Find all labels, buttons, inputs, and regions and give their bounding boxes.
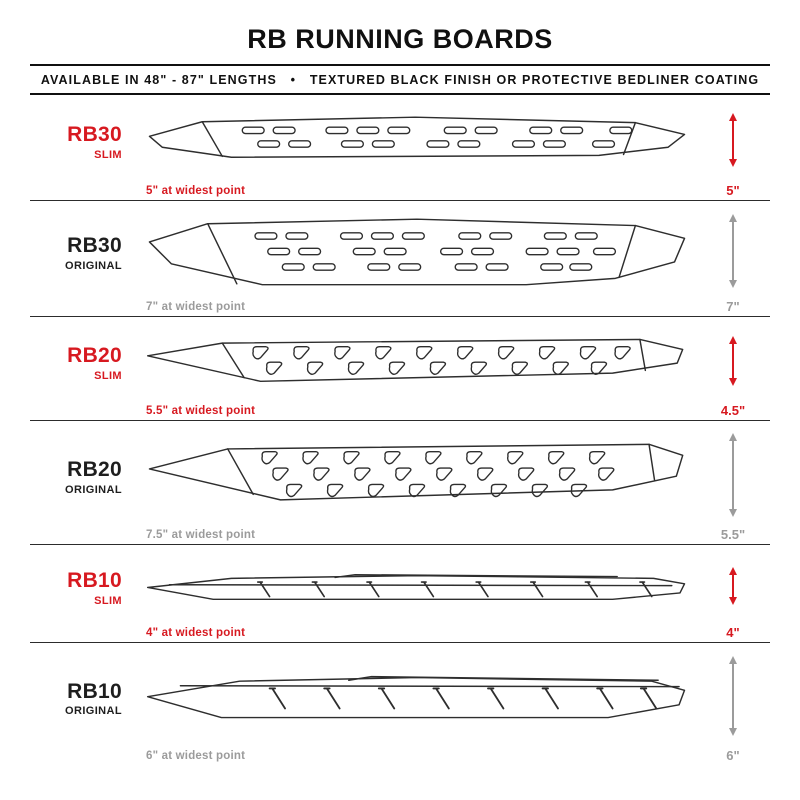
height-label: 4" xyxy=(726,625,740,640)
height-measure: 4" xyxy=(696,545,770,642)
availability-subtitle: AVAILABLE IN 48" - 87" LENGTHS • TEXTURE… xyxy=(40,73,760,87)
drawing-rb30-slim xyxy=(148,116,686,158)
model-name: RB30 xyxy=(67,234,122,258)
model-name: RB20 xyxy=(67,344,122,368)
board-label: RB30 SLIM xyxy=(30,95,126,200)
height-measure: 5" xyxy=(696,95,770,200)
height-arrow-icon xyxy=(729,432,737,517)
board-art: 4" at widest point xyxy=(126,545,696,642)
board-art: 5.5" at widest point xyxy=(126,317,696,420)
page-title: RB RUNNING BOARDS xyxy=(247,24,553,54)
board-label: RB30 ORIGINAL xyxy=(30,201,126,316)
height-measure: 7" xyxy=(696,201,770,316)
height-arrow-icon xyxy=(729,112,737,167)
model-name: RB10 xyxy=(67,679,122,703)
model-name: RB20 xyxy=(67,458,122,482)
board-row-rb20-slim: RB20 SLIM 5.5" at widest point 4.5" xyxy=(30,317,770,421)
divider-top xyxy=(30,64,770,66)
widest-point-label: 4" at widest point xyxy=(146,627,246,639)
board-label: RB20 SLIM xyxy=(30,317,126,420)
widest-point-label: 5.5" at widest point xyxy=(146,405,256,417)
drawing-rb10-slim xyxy=(146,574,686,601)
widest-point-label: 7" at widest point xyxy=(146,301,246,313)
model-name: RB30 xyxy=(67,123,122,147)
model-variant: ORIGINAL xyxy=(65,705,122,718)
height-measure: 5.5" xyxy=(696,421,770,544)
board-row-rb10-original: RB10 ORIGINAL 6" at widest point 6" xyxy=(30,643,770,765)
board-label: RB20 ORIGINAL xyxy=(30,421,126,544)
drawing-rb20-slim xyxy=(146,339,684,383)
board-art: 7.5" at widest point xyxy=(126,421,696,544)
board-row-rb10-slim: RB10 SLIM 4" at widest point 4" xyxy=(30,545,770,643)
drawing-rb30-original xyxy=(148,218,686,286)
board-art: 5" at widest point xyxy=(126,95,696,200)
height-measure: 4.5" xyxy=(696,317,770,420)
board-art: 6" at widest point xyxy=(126,643,696,765)
widest-point-label: 7.5" at widest point xyxy=(146,529,256,541)
board-row-rb30-original: RB30 ORIGINAL 7" at widest point 7" xyxy=(30,201,770,317)
height-label: 6" xyxy=(726,748,740,763)
model-variant: ORIGINAL xyxy=(65,259,122,272)
board-label: RB10 SLIM xyxy=(30,545,126,642)
model-variant: SLIM xyxy=(94,369,122,382)
height-measure: 6" xyxy=(696,643,770,765)
height-arrow-icon xyxy=(729,656,737,736)
drawing-rb10-original xyxy=(146,675,686,718)
model-variant: ORIGINAL xyxy=(65,483,122,496)
divider-bottom xyxy=(30,93,770,95)
widest-point-label: 6" at widest point xyxy=(146,750,246,762)
board-art: 7" at widest point xyxy=(126,201,696,316)
model-variant: SLIM xyxy=(94,594,122,607)
header: RB RUNNING BOARDS AVAILABLE IN 48" - 87"… xyxy=(30,0,770,95)
height-label: 5.5" xyxy=(720,527,746,542)
height-label: 7" xyxy=(726,299,740,314)
height-arrow-icon xyxy=(729,213,737,288)
board-row-rb30-slim: RB30 SLIM 5" at widest point 5" xyxy=(30,95,770,201)
height-label: 4.5" xyxy=(720,403,746,418)
drawing-rb20-original xyxy=(148,443,684,501)
model-name: RB10 xyxy=(67,569,122,593)
widest-point-label: 5" at widest point xyxy=(146,185,246,197)
board-label: RB10 ORIGINAL xyxy=(30,643,126,765)
height-label: 5" xyxy=(726,183,740,198)
model-variant: SLIM xyxy=(94,148,122,161)
board-row-rb20-original: RB20 ORIGINAL 7.5" at widest point 5.5" xyxy=(30,421,770,545)
height-arrow-icon xyxy=(729,335,737,386)
height-arrow-icon xyxy=(729,566,737,605)
